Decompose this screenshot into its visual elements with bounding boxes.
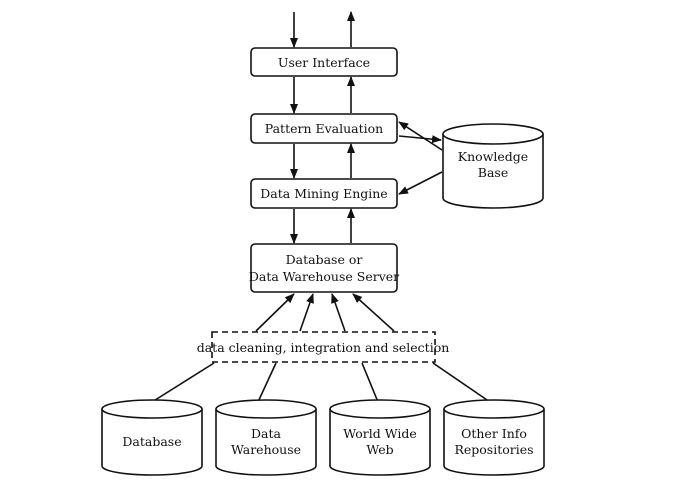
arrow-kb-to-dme [398, 171, 443, 195]
data-warehouse-label-line2: Warehouse [231, 442, 301, 457]
other-info-label-line1: Other Info [461, 426, 527, 441]
world-wide-web-label-line1: World Wide [343, 426, 417, 441]
pattern-evaluation-box: Pattern Evaluation [250, 113, 398, 144]
arrow-clean-to-server-2 [299, 293, 314, 332]
arrow-clean-to-server-4 [352, 293, 395, 332]
data-mining-engine-box: Data Mining Engine [250, 178, 398, 209]
line-database-to-clean [151, 362, 215, 403]
user-interface-label: User Interface [278, 55, 370, 70]
knowledge-base-label-line1: Knowledge [458, 149, 528, 164]
knowledge-base-cylinder: Knowledge Base [442, 123, 544, 209]
db-server-label-line2: Data Warehouse Server [249, 269, 399, 284]
arrow-kb-to-pe-upper [398, 121, 443, 151]
knowledge-base-label-line2: Base [478, 165, 508, 180]
arrow-clean-to-server-3 [331, 293, 346, 332]
other-info-label-line2: Repositories [454, 442, 533, 457]
data-cleaning-box: data cleaning, integration and selection [197, 331, 450, 363]
arrow-clean-to-server-1 [255, 293, 295, 332]
world-wide-web-cylinder: World Wide Web [329, 399, 431, 476]
data-warehouse-label-line1: Data [251, 426, 281, 441]
db-server-label-line1: Database or [286, 252, 363, 267]
pattern-evaluation-label: Pattern Evaluation [265, 121, 383, 136]
db-server-box: Database or Data Warehouse Server [249, 243, 399, 293]
world-wide-web-label-line2: Web [366, 442, 393, 457]
line-www-to-clean [361, 362, 379, 403]
data-mining-engine-label: Data Mining Engine [260, 186, 387, 201]
arrow-pe-to-kb [398, 135, 442, 144]
line-warehouse-to-clean [257, 362, 277, 403]
database-label: Database [122, 434, 181, 449]
data-cleaning-label: data cleaning, integration and selection [197, 340, 450, 355]
other-info-cylinder: Other Info Repositories [443, 399, 545, 476]
data-warehouse-cylinder: Data Warehouse [215, 399, 317, 476]
user-interface-box: User Interface [250, 47, 398, 77]
line-other-to-clean [432, 362, 491, 403]
database-cylinder: Database [101, 399, 203, 476]
